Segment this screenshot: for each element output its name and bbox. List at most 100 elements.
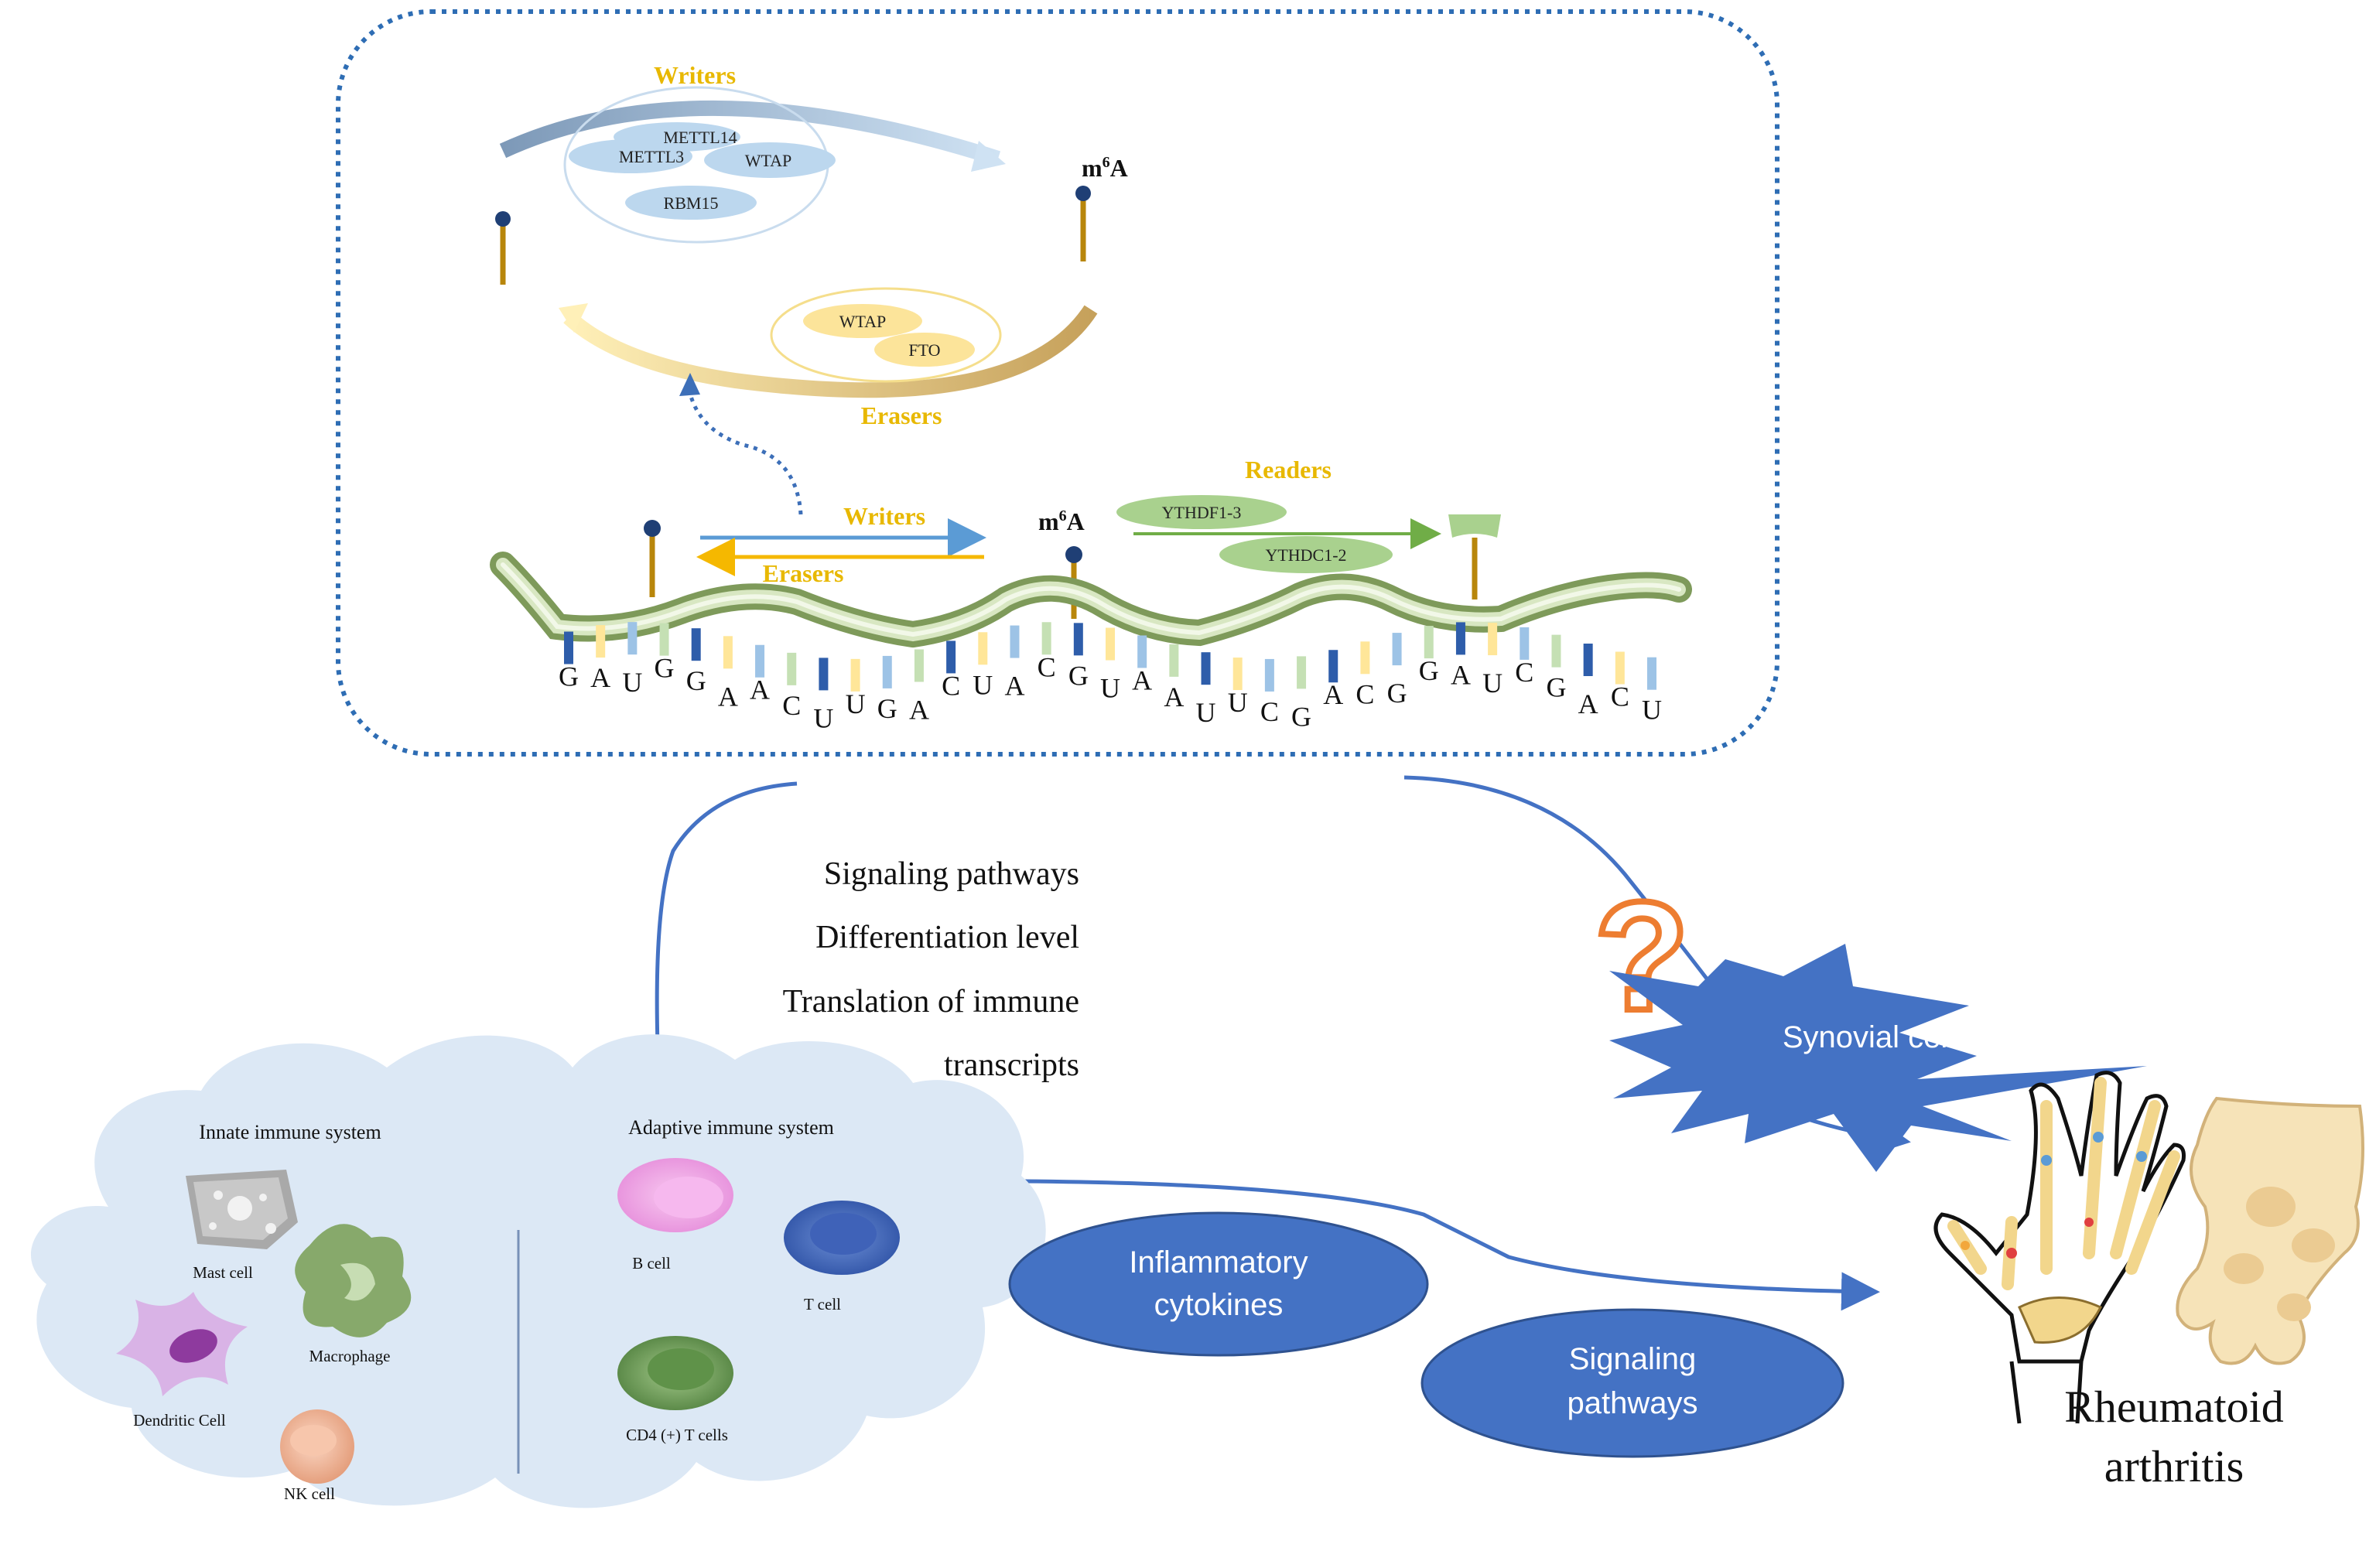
ra-hand-skeleton-icon <box>1933 1071 2186 1424</box>
label-cd4-t-cells: CD4 (+) T cells <box>626 1426 728 1444</box>
rna-base-tick <box>1647 657 1656 690</box>
rna-base-tick <box>1041 622 1051 655</box>
rna-base-tick <box>1328 650 1338 683</box>
rna-base-letter: A <box>1323 679 1343 710</box>
rna-base-letter: G <box>559 661 579 692</box>
rna-base-letter: G <box>877 693 897 724</box>
rna-base-tick <box>1010 625 1020 658</box>
rna-base-letter: C <box>1038 651 1056 682</box>
rna-base-letter: G <box>1291 701 1311 732</box>
rna-base-tick <box>1455 622 1465 655</box>
label-b-cell: B cell <box>632 1254 671 1273</box>
rna-base-letter: G <box>686 665 706 696</box>
rna-base-letter: U <box>1100 673 1120 704</box>
rna-base-letter: U <box>1642 695 1662 726</box>
rna-base-tick <box>787 652 797 685</box>
rna-base-letter: A <box>718 681 738 712</box>
left-rna-pin-head <box>644 520 661 537</box>
rna-base-tick <box>1073 623 1083 656</box>
writers-cycle-arc <box>499 100 1001 166</box>
label-dendritic-cell: Dendritic Cell <box>133 1411 226 1430</box>
reader-ythdf: YTHDF1-3 <box>1162 503 1242 522</box>
rna-base-letter: U <box>973 669 993 700</box>
rna-base-letter: A <box>909 694 929 725</box>
rna-base-tick <box>1551 634 1561 668</box>
rna-base-letter: A <box>750 675 770 705</box>
rna-base-tick <box>1232 658 1243 691</box>
rna-base-letter: A <box>1004 671 1024 702</box>
rna-base-tick <box>1392 633 1402 666</box>
rna-base-letter: U <box>1482 668 1503 699</box>
unmodified-pin-head <box>495 211 511 227</box>
rna-base-letter: G <box>1546 672 1566 703</box>
rna-base-letter: A <box>590 662 610 693</box>
dotted-border <box>336 9 1779 757</box>
rna-base-letter: U <box>846 688 866 719</box>
cd4-t-cell-icon <box>617 1336 733 1410</box>
rna-base-tick <box>1264 658 1274 692</box>
reader-ythdc-shape <box>1219 536 1393 573</box>
rna-base-letter: G <box>1419 655 1439 686</box>
protein-wtap-writer: WTAP <box>745 151 792 170</box>
inflammatory-line-1: Inflammatory <box>1129 1245 1308 1279</box>
effect-translation-immune: Translation of immune <box>783 984 1079 1020</box>
protein-mettl14: METTL14 <box>663 128 737 147</box>
synovial-burst-shape <box>1609 944 2147 1172</box>
rna-base-letter: A <box>1451 659 1471 690</box>
reader-cap-icon <box>1448 514 1501 538</box>
rna-base-tick <box>1106 627 1115 661</box>
rna-base-tick <box>659 623 669 656</box>
label-macrophage: Macrophage <box>309 1347 391 1365</box>
outcome-line-1: Rheumatoid <box>2064 1382 2284 1432</box>
protein-fto-shape <box>874 333 975 367</box>
dendritic-cell-icon <box>116 1292 248 1396</box>
m6a-label-right-top: m6A <box>1082 154 1128 182</box>
mast-cell-icon <box>186 1170 298 1249</box>
rna-base-tick <box>819 658 829 691</box>
synovial-cells-burst: Synovial cells <box>1609 944 2147 1172</box>
protein-mettl3-shape <box>569 139 692 173</box>
label-nk-cell: NK cell <box>284 1484 335 1503</box>
rna-base-tick <box>596 625 606 658</box>
innate-title: Innate immune system <box>199 1121 381 1143</box>
rna-base-tick <box>627 622 638 655</box>
ra-hand-swollen-icon <box>2176 1096 2364 1365</box>
dotted-link-arrow <box>686 386 803 515</box>
rna-base-letter: U <box>813 702 833 733</box>
rna-base-letter: U <box>1228 687 1248 718</box>
erasers-cycle-arc <box>563 305 1098 398</box>
rna-base-letter: C <box>1356 678 1374 709</box>
rna-base-letter: C <box>1611 681 1629 712</box>
signaling-line-2: pathways <box>1567 1386 1698 1420</box>
synovial-label: Synovial cells <box>1783 1020 1970 1054</box>
nk-cell-icon <box>280 1409 354 1484</box>
writers-cycle-arrowhead <box>971 141 1006 172</box>
m6a-pin-head-rna <box>1065 546 1082 563</box>
reader-ythdc: YTHDC1-2 <box>1265 545 1346 565</box>
erasers-complex-outline <box>770 287 1002 383</box>
outcome-line-2: arthritis <box>2104 1441 2244 1491</box>
inflammatory-line-2: cytokines <box>1154 1288 1284 1322</box>
rna-base-tick <box>1520 627 1530 660</box>
rna-base-letter: G <box>1387 678 1407 709</box>
effect-transcripts: transcripts <box>944 1047 1079 1083</box>
writers-arrow-label: Writers <box>843 502 925 530</box>
rna-base-tick <box>755 644 765 678</box>
effect-differentiation-level: Differentiation level <box>815 920 1079 955</box>
protein-wtap-eraser-shape <box>803 304 922 338</box>
rna-backbone-shine <box>501 562 1681 637</box>
rna-base-letter: A <box>1164 682 1184 712</box>
rna-base-tick <box>1583 643 1593 676</box>
cloud-shape <box>30 1034 1046 1508</box>
protein-rbm15-shape <box>625 186 757 220</box>
rna-base-tick <box>1488 623 1498 656</box>
label-mast-cell: Mast cell <box>193 1263 253 1282</box>
rna-base-tick <box>691 628 701 661</box>
rna-base-letter: C <box>942 670 960 701</box>
m6a-label-rna: m6A <box>1038 507 1085 535</box>
signaling-pathways-oval: Signaling pathways <box>1420 1308 1844 1458</box>
adaptive-title: Adaptive immune system <box>628 1116 834 1139</box>
rna-base-tick <box>1201 652 1211 685</box>
